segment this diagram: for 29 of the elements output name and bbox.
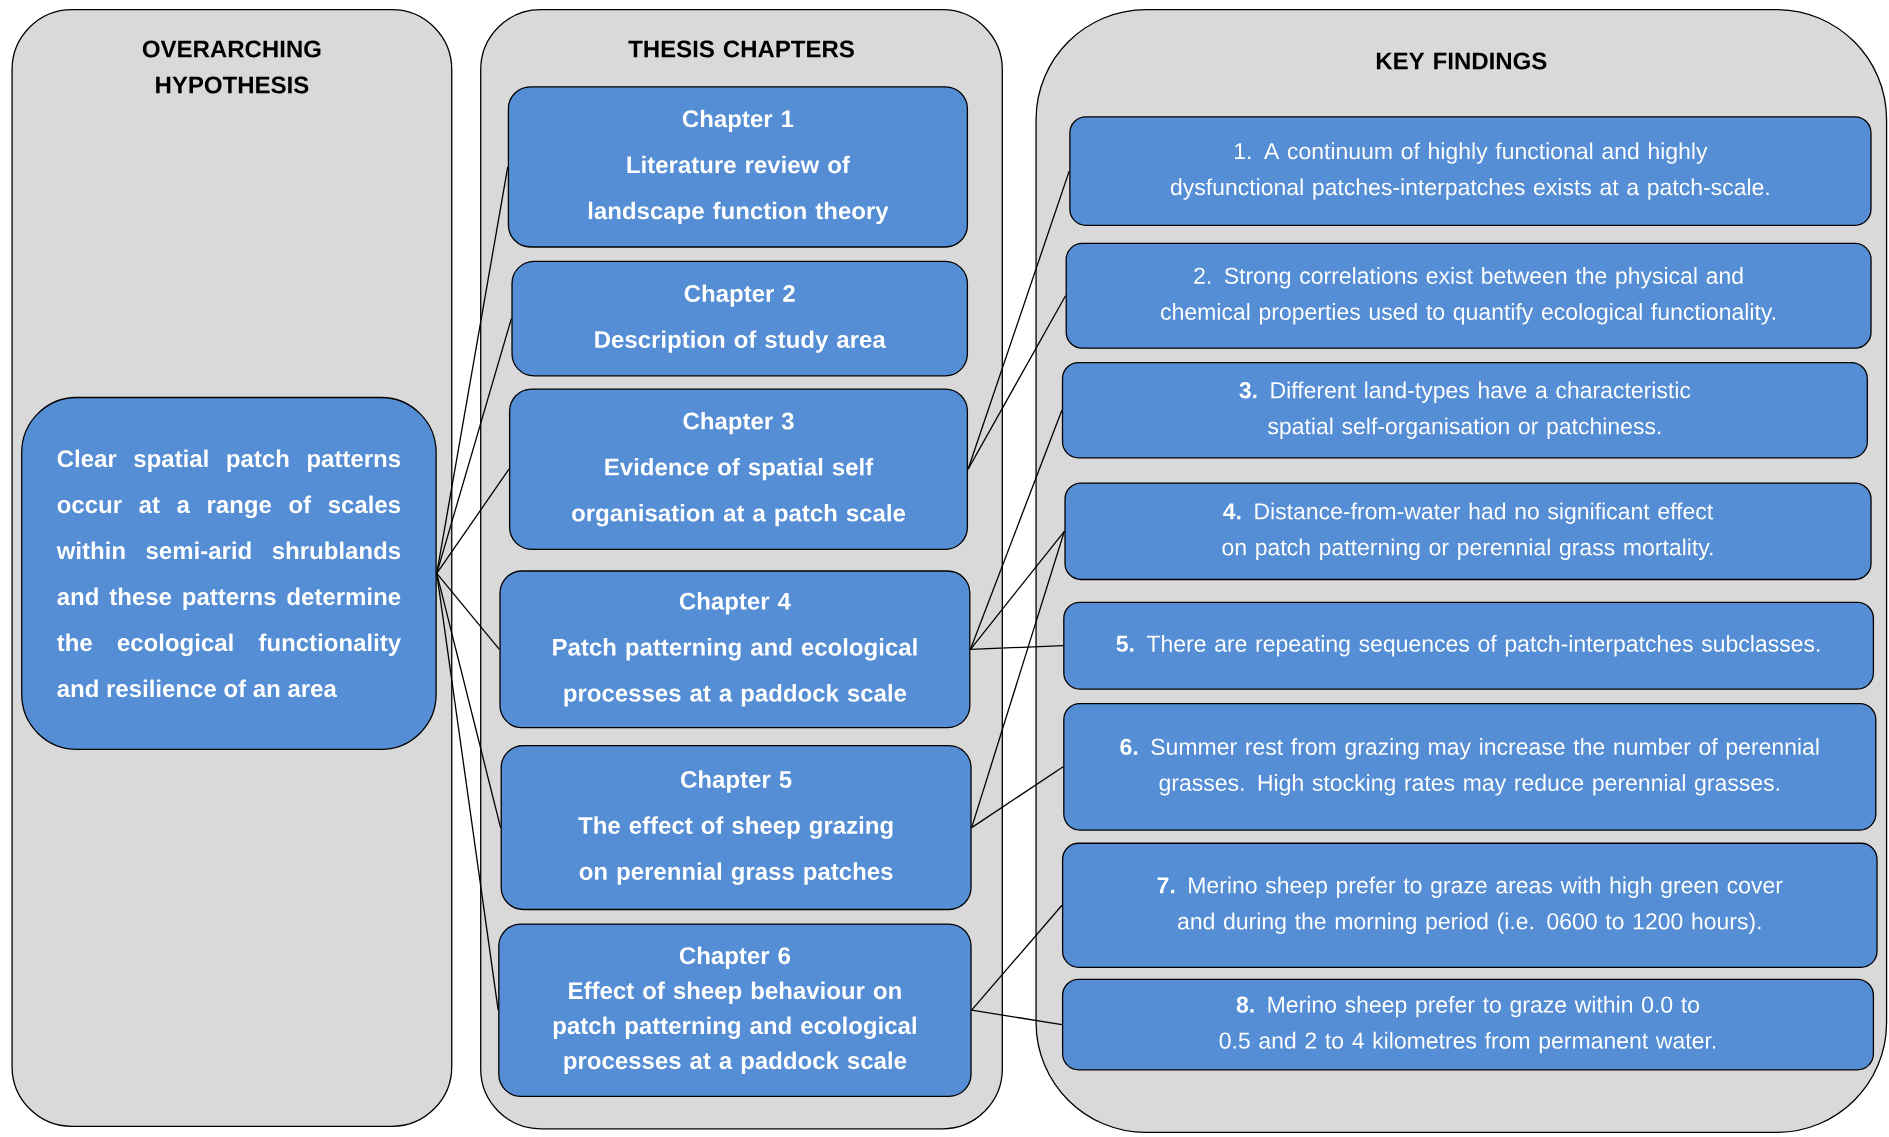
connector-line (969, 530, 1065, 650)
connector-line (436, 572, 499, 1011)
chapter-box: Chapter 6 Effect of sheep behaviour on patch patterning and ecological processes at a paddock scale (498, 923, 972, 1097)
connector-line (967, 170, 1070, 470)
chapter-box: Chapter 4 Patch patterning and ecological processes at a paddock scale (499, 570, 971, 729)
connector-line (969, 409, 1063, 650)
connector-line (436, 166, 509, 575)
chapter-box: Chapter 5 The effect of sheep grazing on perennial grass patches (500, 745, 972, 911)
finding-box: 4. Distance-from-water had no significant effect on patch patterning or perennial grass mortality. (1064, 482, 1872, 581)
chapter-box: Chapter 3 Evidence of spatial self organisation at a patch scale (508, 388, 969, 550)
connector-line (967, 295, 1067, 470)
finding-box: 2. Strong correlations exist between the physical and chemical properties used to quantify ecological functionality. (1065, 242, 1872, 349)
connector-line (971, 766, 1064, 829)
finding-box: 3. Different land-types have a characteristic spatial self-organisation or patchiness. (1061, 361, 1868, 459)
connector-line (971, 1009, 1063, 1026)
connector-line (969, 645, 1064, 650)
finding-box: 7. Merino sheep prefer to graze areas with high green cover and during the morning period (i.e. 0600 to 1200 hours). (1061, 842, 1878, 968)
connector-line (971, 904, 1063, 1011)
finding-box: 8. Merino sheep prefer to graze within 0.0 to 0.5 and 2 to 4 kilometres from permanent water. (1061, 978, 1875, 1071)
chapter-box: Chapter 2 Description of study area (511, 260, 969, 377)
connector-line (436, 317, 512, 575)
finding-box: 1. A continuum of highly functional and highly dysfunctional patches-interpatches exists at a patch-scale. (1069, 116, 1872, 226)
connector-line (971, 530, 1065, 829)
connector-line (436, 572, 500, 650)
chapter-box: Chapter 1 Literature review of landscape function theory (507, 86, 969, 248)
finding-box: 6. Summer rest from grazing may increase the number of perennial grasses. High stocking rates may reduce perennial grasses. (1063, 702, 1877, 831)
connector-line (436, 468, 510, 575)
finding-box: 5. There are repeating sequences of patch-interpatches subclasses. (1063, 601, 1875, 690)
hypothesis-box: Clear spatial patch patterns occur at a range of scales within semi-arid shrublands and these patterns determine the ecological functionality and resilience of an area (21, 396, 437, 750)
